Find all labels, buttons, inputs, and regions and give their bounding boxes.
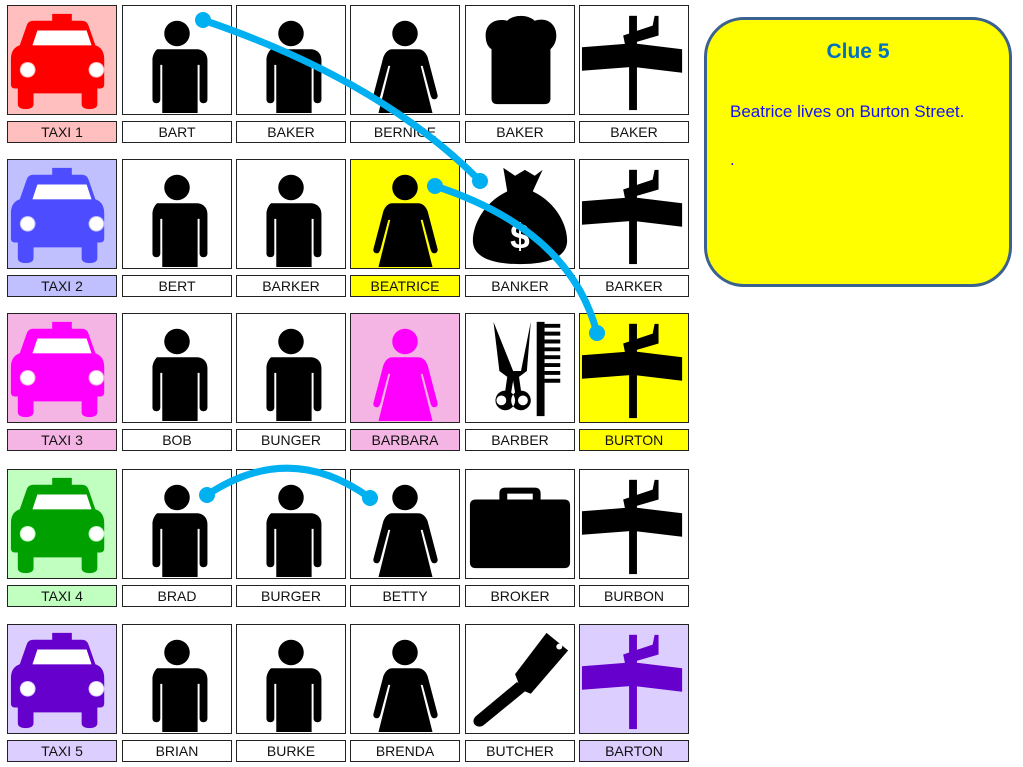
tile-butcher[interactable] xyxy=(465,624,575,734)
man-icon xyxy=(237,314,345,422)
label-barker: BARKER xyxy=(579,275,689,297)
tile-banker[interactable] xyxy=(465,159,575,269)
taxi-label: TAXI 2 xyxy=(7,275,117,297)
taxi-label: TAXI 1 xyxy=(7,121,117,143)
taxi-icon xyxy=(8,160,116,268)
label-betty: BETTY xyxy=(350,585,460,607)
clue-dot: . xyxy=(730,150,735,169)
man-icon xyxy=(123,314,231,422)
clue-text: Beatrice lives on Burton Street. xyxy=(730,102,965,121)
clue-title: Clue 5 xyxy=(826,40,890,63)
tile-burger[interactable] xyxy=(236,469,346,579)
tile-baker[interactable] xyxy=(465,5,575,115)
sign-icon xyxy=(580,6,688,114)
tile-barker[interactable] xyxy=(236,159,346,269)
taxi-tile[interactable] xyxy=(7,313,117,423)
label-baker: BAKER xyxy=(236,121,346,143)
tile-betty[interactable] xyxy=(350,469,460,579)
label-bob: BOB xyxy=(122,429,232,451)
sign-icon xyxy=(580,470,688,578)
tile-baker[interactable] xyxy=(579,5,689,115)
woman-icon xyxy=(351,470,459,578)
label-broker: BROKER xyxy=(465,585,575,607)
taxi-tile[interactable] xyxy=(7,159,117,269)
tile-baker[interactable] xyxy=(236,5,346,115)
sign-icon xyxy=(580,160,688,268)
label-barton: BARTON xyxy=(579,740,689,762)
label-brad: BRAD xyxy=(122,585,232,607)
man-icon xyxy=(123,160,231,268)
tile-barbara[interactable] xyxy=(350,313,460,423)
tile-burton[interactable] xyxy=(579,313,689,423)
tile-brian[interactable] xyxy=(122,624,232,734)
label-brenda: BRENDA xyxy=(350,740,460,762)
man-icon xyxy=(237,625,345,733)
tile-barber[interactable] xyxy=(465,313,575,423)
tile-burke[interactable] xyxy=(236,624,346,734)
label-bunger: BUNGER xyxy=(236,429,346,451)
bread-icon xyxy=(466,6,574,114)
tile-bob[interactable] xyxy=(122,313,232,423)
tile-brad[interactable] xyxy=(122,469,232,579)
label-bernice: BERNICE xyxy=(350,121,460,143)
sign-icon xyxy=(580,314,688,422)
label-burger: BURGER xyxy=(236,585,346,607)
woman-icon xyxy=(351,160,459,268)
woman-icon xyxy=(351,314,459,422)
label-brian: BRIAN xyxy=(122,740,232,762)
label-beatrice: BEATRICE xyxy=(350,275,460,297)
label-banker: BANKER xyxy=(465,275,575,297)
taxi-icon xyxy=(8,470,116,578)
taxi-tile[interactable] xyxy=(7,5,117,115)
label-burke: BURKE xyxy=(236,740,346,762)
man-icon xyxy=(237,6,345,114)
woman-icon xyxy=(351,6,459,114)
label-butcher: BUTCHER xyxy=(465,740,575,762)
tile-brenda[interactable] xyxy=(350,624,460,734)
briefcase-icon xyxy=(466,470,574,578)
taxi-label: TAXI 5 xyxy=(7,740,117,762)
man-icon xyxy=(237,470,345,578)
taxi-tile[interactable] xyxy=(7,624,117,734)
man-icon xyxy=(123,6,231,114)
tile-bert[interactable] xyxy=(122,159,232,269)
cleaver-icon xyxy=(466,625,574,733)
clue-card: Clue 5 Beatrice lives on Burton Street. … xyxy=(704,17,1012,287)
label-bert: BERT xyxy=(122,275,232,297)
label-barbara: BARBARA xyxy=(350,429,460,451)
tile-bunger[interactable] xyxy=(236,313,346,423)
comb-scissors-icon xyxy=(466,314,574,422)
tile-bart[interactable] xyxy=(122,5,232,115)
man-icon xyxy=(123,470,231,578)
tile-burbon[interactable] xyxy=(579,469,689,579)
label-burbon: BURBON xyxy=(579,585,689,607)
tile-bernice[interactable] xyxy=(350,5,460,115)
taxi-tile[interactable] xyxy=(7,469,117,579)
taxi-label: TAXI 4 xyxy=(7,585,117,607)
man-icon xyxy=(237,160,345,268)
taxi-label: TAXI 3 xyxy=(7,429,117,451)
sign-icon xyxy=(580,625,688,733)
label-burton: BURTON xyxy=(579,429,689,451)
label-baker: BAKER xyxy=(579,121,689,143)
label-barber: BARBER xyxy=(465,429,575,451)
tile-beatrice[interactable] xyxy=(350,159,460,269)
taxi-icon xyxy=(8,314,116,422)
woman-icon xyxy=(351,625,459,733)
label-barker: BARKER xyxy=(236,275,346,297)
man-icon xyxy=(123,625,231,733)
moneybag-icon xyxy=(466,160,574,268)
tile-barker[interactable] xyxy=(579,159,689,269)
taxi-icon xyxy=(8,6,116,114)
label-bart: BART xyxy=(122,121,232,143)
tile-barton[interactable] xyxy=(579,624,689,734)
label-baker: BAKER xyxy=(465,121,575,143)
tile-broker[interactable] xyxy=(465,469,575,579)
taxi-icon xyxy=(8,625,116,733)
